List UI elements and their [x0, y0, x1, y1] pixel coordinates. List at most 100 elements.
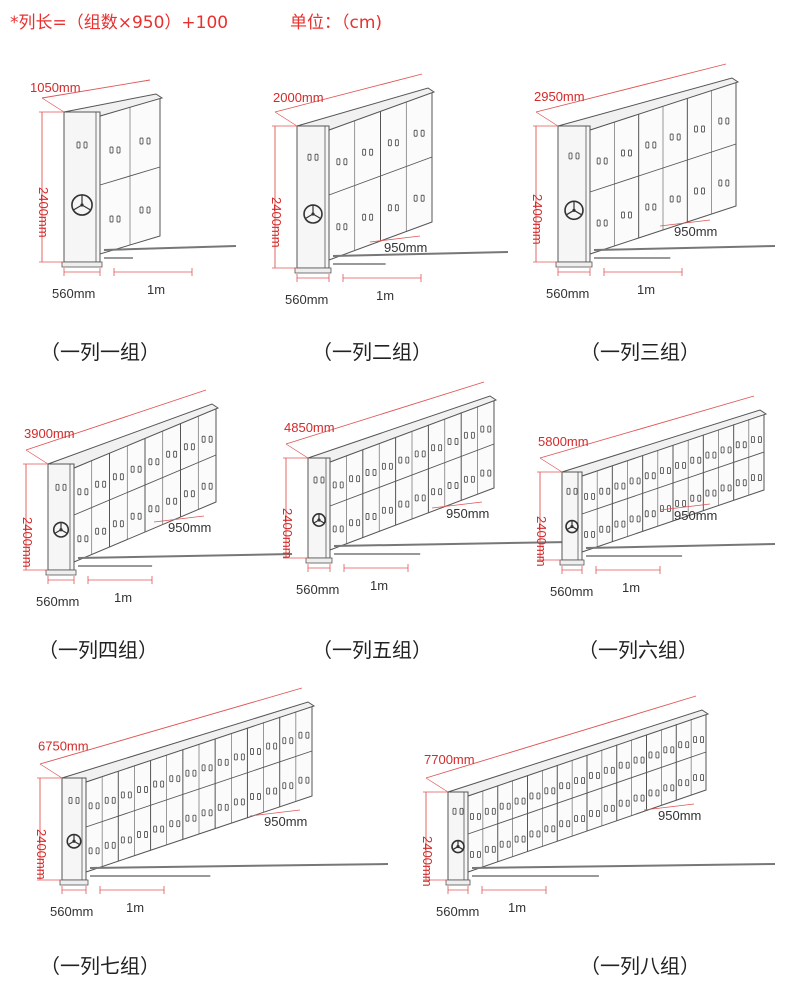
handle-icon — [336, 158, 341, 166]
handle-icon — [629, 515, 634, 523]
base-plinth — [445, 879, 471, 886]
handle-icon — [119, 473, 124, 481]
handle-icon — [499, 840, 504, 848]
handle-icon — [137, 512, 142, 520]
handle-icon — [447, 482, 452, 489]
handle-icon — [636, 515, 641, 523]
handle-icon — [77, 535, 82, 543]
handle-icon — [431, 488, 436, 496]
handle-icon — [127, 836, 132, 844]
handle-icon — [398, 456, 403, 464]
handle-icon — [320, 476, 325, 484]
handle-icon — [636, 477, 641, 485]
handle-icon — [476, 850, 481, 858]
length-dim-tick — [25, 449, 49, 465]
handle-icon — [596, 219, 601, 227]
handle-icon — [469, 850, 474, 858]
base-width-label: 560mm — [285, 292, 328, 307]
handle-icon — [139, 206, 144, 214]
base-width-label: 560mm — [296, 582, 339, 597]
rail-label: 1m — [126, 900, 144, 915]
handle-icon — [633, 756, 638, 764]
rail — [332, 251, 509, 257]
handle-icon — [727, 484, 732, 492]
steering-wheel-icon — [52, 521, 70, 538]
height-label: 2400mm — [269, 197, 284, 248]
handle-icon — [588, 771, 593, 779]
handle-icon — [257, 793, 261, 800]
length-dim-line — [39, 687, 303, 765]
handle-icon — [678, 741, 683, 749]
handle-icon — [621, 149, 625, 157]
handle-icon — [742, 479, 747, 487]
handle-icon — [387, 139, 392, 147]
handle-icon — [208, 809, 213, 817]
wheel-hub — [570, 524, 574, 529]
caption-6: （一列六组） — [578, 638, 698, 662]
handle-icon — [614, 520, 619, 528]
handle-icon — [298, 776, 303, 784]
handle-icon — [62, 483, 67, 491]
handle-icon — [644, 472, 649, 480]
handle-icon — [701, 125, 705, 133]
handle-icon — [725, 117, 730, 125]
length-dim-tick — [539, 457, 563, 473]
handle-icon — [487, 425, 492, 433]
length-dim-line — [274, 73, 423, 113]
handle-icon — [112, 473, 117, 481]
handle-icon — [573, 487, 578, 495]
handle-icon — [591, 530, 596, 538]
handle-icon — [712, 451, 717, 459]
caption-5: （一列五组） — [312, 638, 432, 662]
handle-icon — [420, 129, 425, 137]
handle-icon — [144, 786, 148, 793]
base-width-label: 560mm — [52, 286, 95, 301]
front-panel — [63, 111, 101, 263]
handle-icon — [484, 845, 489, 853]
wheel-hub — [317, 518, 321, 522]
handle-icon — [581, 777, 586, 785]
rail — [585, 543, 776, 549]
handle-icon — [413, 194, 418, 202]
handle-icon — [208, 764, 213, 772]
caption-4: （一列四组） — [38, 638, 158, 662]
handle-icon — [84, 488, 89, 496]
height-label: 2400mm — [280, 508, 295, 559]
height-label: 2400mm — [534, 516, 549, 567]
handle-icon — [536, 792, 541, 800]
depth-dim-line — [643, 803, 695, 811]
handle-icon — [137, 831, 141, 838]
depth-dim-line — [659, 503, 711, 511]
handle-icon — [192, 769, 197, 777]
handle-icon — [712, 489, 717, 497]
handle-icon — [628, 211, 632, 219]
handle-icon — [725, 179, 730, 187]
handle-icon — [584, 530, 589, 538]
handle-icon — [644, 510, 649, 518]
handle-icon — [566, 487, 571, 495]
front-panel — [307, 457, 331, 559]
handle-icon — [250, 748, 254, 755]
handle-icon — [173, 497, 178, 505]
handle-icon — [690, 456, 695, 464]
handle-icon — [224, 758, 229, 766]
handle-icon — [169, 775, 174, 783]
handle-icon — [459, 807, 464, 815]
length-dim-tick — [535, 111, 559, 127]
handle-icon — [544, 787, 549, 795]
handle-icon — [356, 475, 361, 483]
handle-icon — [257, 748, 261, 755]
handle-icon — [372, 513, 377, 520]
length-label: 1050mm — [30, 80, 81, 95]
handle-icon — [119, 520, 124, 528]
rail — [77, 553, 293, 559]
handle-icon — [529, 792, 534, 800]
handle-icon — [514, 797, 519, 805]
handle-icon — [685, 741, 690, 749]
length-dim-tick — [39, 763, 63, 779]
caption-3: （一列三组） — [580, 340, 700, 364]
handle-icon — [651, 510, 656, 518]
